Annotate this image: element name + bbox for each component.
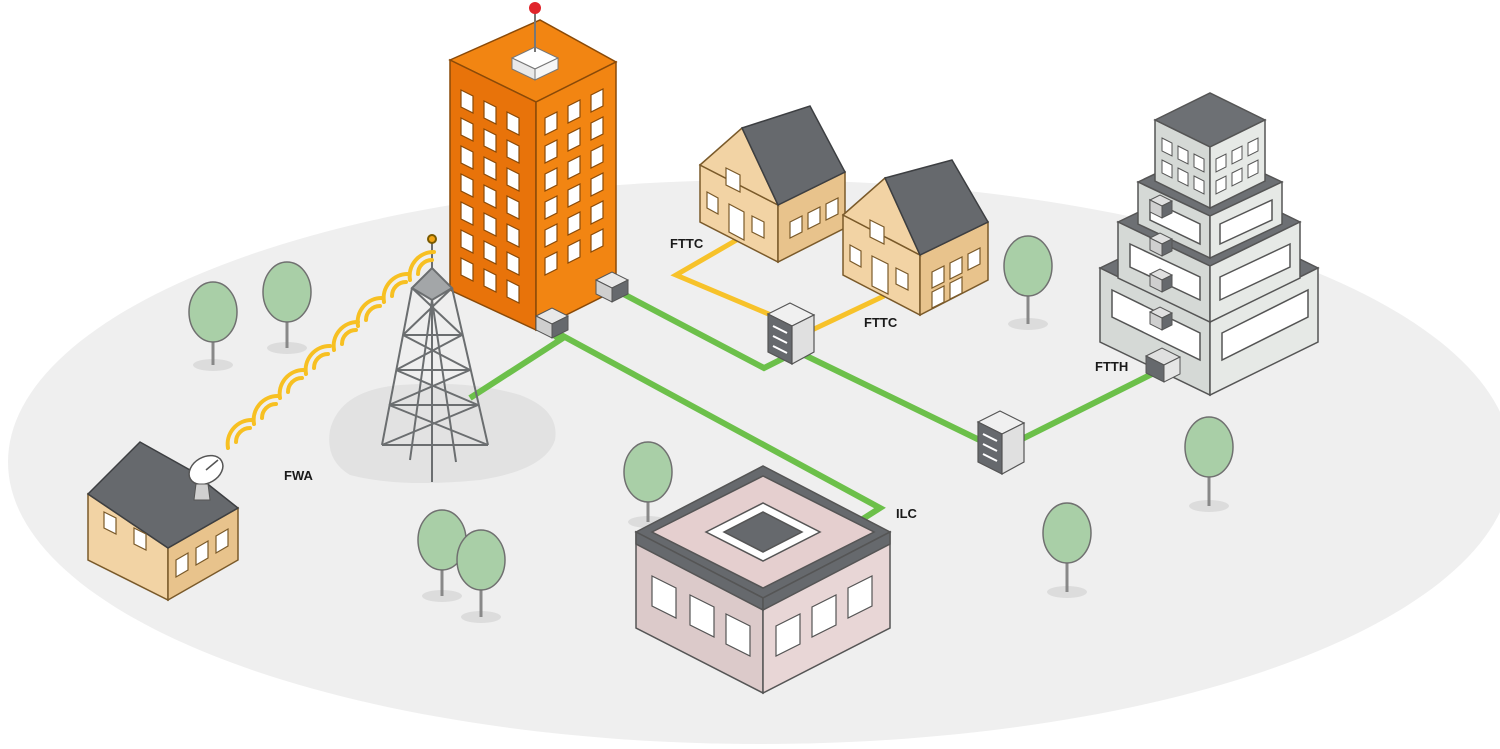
fiber-link-ilc	[550, 327, 886, 525]
street-cabinet	[976, 410, 1026, 476]
tree	[1042, 502, 1092, 598]
central-building-windows	[460, 88, 604, 304]
tree	[456, 529, 506, 623]
label-ilc: ILC	[896, 506, 918, 521]
ilc-office-windows	[651, 575, 873, 657]
tree	[1003, 235, 1053, 330]
tree	[188, 281, 238, 371]
fwa-house	[86, 441, 240, 602]
label-ftth: FTTH	[1095, 359, 1128, 374]
tree	[262, 261, 312, 354]
fttc-house-2	[841, 159, 990, 317]
label-fwa: FWA	[284, 468, 313, 483]
radio-tower	[381, 234, 489, 482]
ftth-apartment-building	[1098, 92, 1320, 397]
fttc-house-1	[698, 105, 847, 264]
ftth-riser-box	[1148, 232, 1174, 257]
ftth-riser-box	[1148, 194, 1174, 219]
equipment-box	[594, 271, 630, 303]
ftth-riser-box	[1148, 268, 1174, 293]
label-fttc-top: FTTC	[670, 236, 704, 251]
fiber-link-backbone	[610, 285, 786, 372]
copper-link-house2	[810, 293, 886, 333]
tree	[623, 441, 673, 528]
wireless-signal-waves	[225, 249, 436, 450]
tree	[1184, 416, 1234, 512]
ftth-riser-box	[1148, 306, 1174, 331]
label-fttc-right: FTTC	[864, 315, 898, 330]
ftth-building-windows	[1161, 137, 1259, 195]
tower-shadow	[329, 383, 556, 484]
street-cabinet	[766, 302, 816, 366]
equipment-box	[534, 307, 570, 339]
ftth-entry-box	[1144, 347, 1182, 383]
